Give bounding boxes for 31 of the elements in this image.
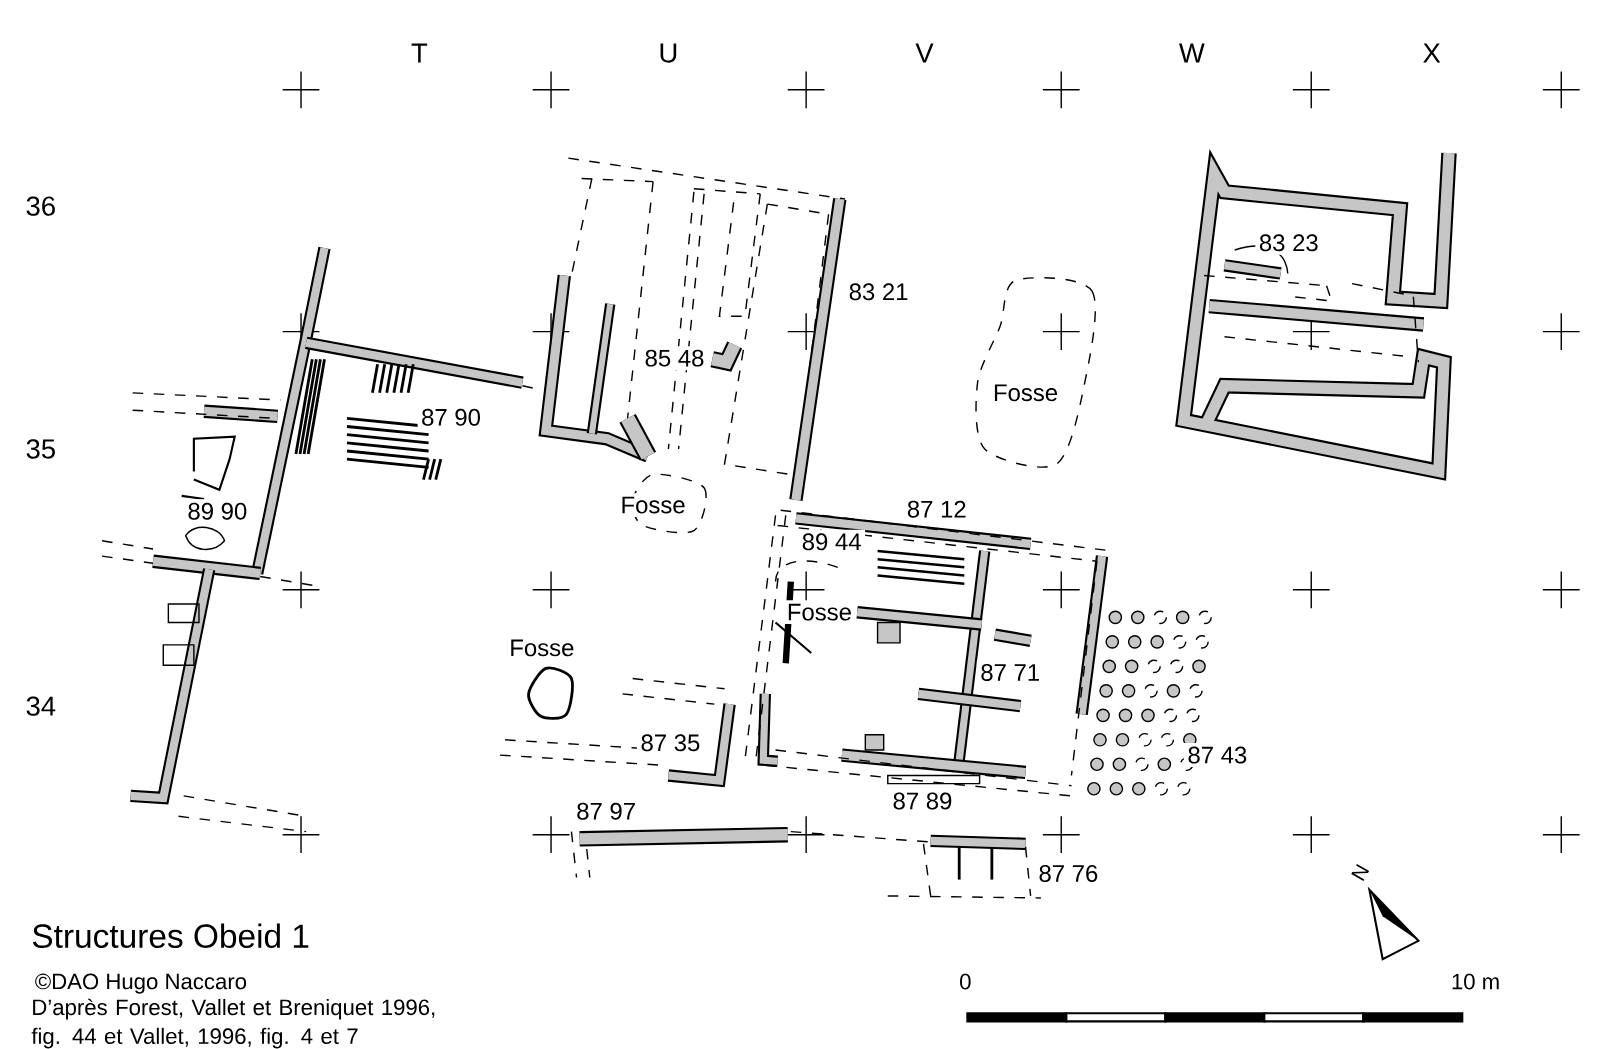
grid-label: V bbox=[915, 43, 934, 63]
plan-label: 87 97 bbox=[572, 799, 640, 824]
plan-label: Fosse bbox=[783, 600, 856, 625]
plan-label: 89 44 bbox=[798, 529, 866, 554]
plan-label: 87 90 bbox=[417, 405, 485, 430]
grid-label: U bbox=[660, 43, 677, 63]
credit-text: ©DAO Hugo Naccaro bbox=[35, 973, 247, 994]
plan-label: 85 48 bbox=[641, 346, 708, 371]
plan-label: 87 71 bbox=[976, 660, 1044, 685]
scale-label: 10 m bbox=[1452, 973, 1499, 990]
plan-label: 87 12 bbox=[903, 497, 971, 522]
plan-label: Fosse bbox=[617, 493, 690, 517]
title: Structures Obeid 1 bbox=[32, 923, 309, 948]
plan-label: 89 90 bbox=[183, 499, 251, 524]
grid-label: 34 bbox=[26, 696, 56, 716]
plan-label: 87 76 bbox=[1034, 861, 1102, 886]
north-label: N bbox=[1351, 864, 1370, 881]
plan-label: Fosse bbox=[505, 636, 578, 660]
plan-label: 83 23 bbox=[1255, 230, 1323, 255]
scale-label: 0 bbox=[960, 973, 971, 990]
caption: D’après Forest, Vallet et Breniquet 1996, fig. 44 et Vallet, 1996, fig. 4 et 7 bbox=[31, 998, 435, 1049]
plan-label: 87 89 bbox=[889, 789, 956, 813]
grid-label: X bbox=[1423, 43, 1441, 63]
grid-label: W bbox=[1179, 43, 1205, 63]
plan-label: 83 21 bbox=[845, 279, 913, 304]
plan-label: 87 35 bbox=[636, 730, 704, 755]
grid-label: T bbox=[411, 43, 428, 63]
grid-label: 35 bbox=[26, 439, 55, 459]
plan-label: 87 43 bbox=[1183, 743, 1251, 768]
grid-label: 36 bbox=[26, 196, 55, 216]
plan-label: Fosse bbox=[989, 381, 1062, 405]
